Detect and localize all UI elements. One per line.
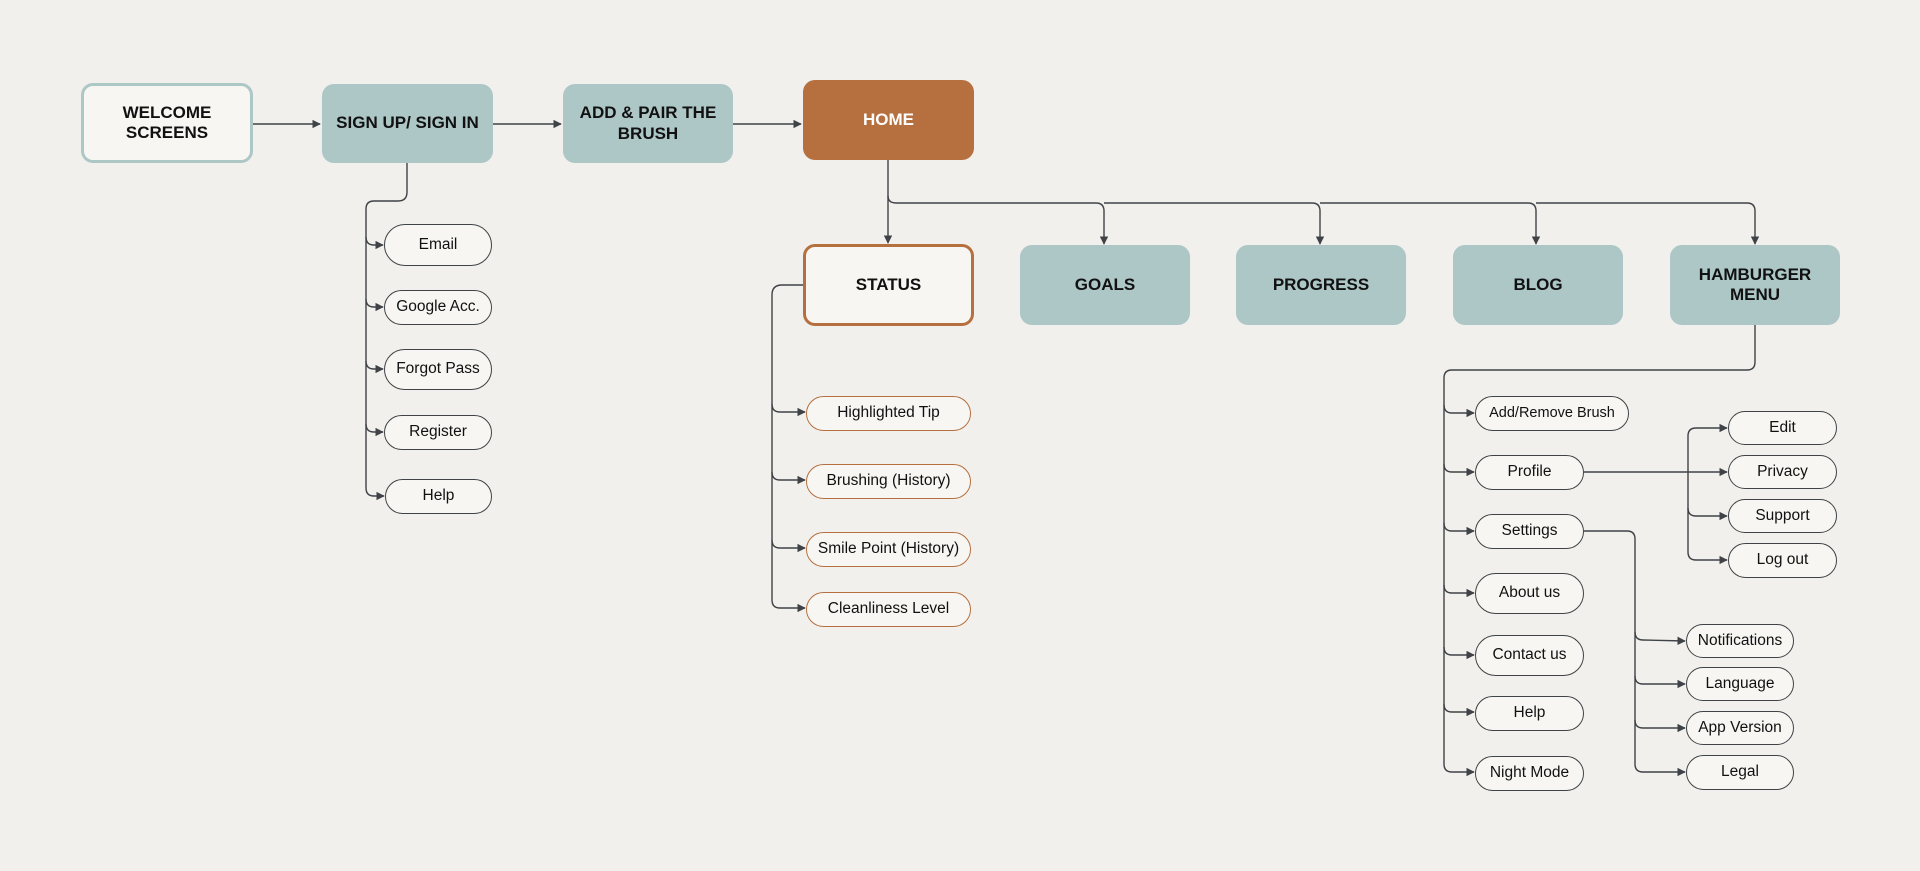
connector-profile-edit <box>1687 423 1728 473</box>
welcome-screens-node: WELCOME SCREENS <box>81 83 253 163</box>
connector-status-cleanliness <box>771 540 806 613</box>
settings-item-app-version: App Version <box>1686 711 1794 745</box>
profile-item-log-out: Log out <box>1728 543 1837 578</box>
connector-profile-support <box>1687 472 1728 521</box>
connector-home-hamburger <box>1536 202 1760 245</box>
blog-node: BLOG <box>1453 245 1623 325</box>
settings-item-language: Language <box>1686 667 1794 701</box>
profile-item-support: Support <box>1728 499 1837 533</box>
menu-item-contact-us: Contact us <box>1475 635 1584 676</box>
goals-node: GOALS <box>1020 245 1190 325</box>
connector-settings-notifications <box>1584 530 1686 646</box>
menu-item-add-remove-brush: Add/Remove Brush <box>1475 396 1629 431</box>
connector-menu-contact <box>1443 585 1475 660</box>
status-node: STATUS <box>803 244 974 326</box>
menu-item-settings: Settings <box>1475 514 1584 549</box>
settings-item-notifications: Notifications <box>1686 624 1794 658</box>
settings-item-legal: Legal <box>1686 755 1794 790</box>
menu-item-profile: Profile <box>1475 455 1584 490</box>
progress-node: PROGRESS <box>1236 245 1406 325</box>
connector-status-tip <box>771 284 806 417</box>
connector-settings-legal <box>1634 720 1686 777</box>
menu-item-night-mode: Night Mode <box>1475 756 1584 791</box>
connector-profile-logout <box>1687 508 1728 565</box>
connector-status-smile <box>771 472 806 553</box>
connector-signup-google <box>365 237 384 312</box>
add-pair-brush-node: ADD & PAIR THE BRUSH <box>563 84 733 163</box>
connector-home-blog <box>1320 202 1541 245</box>
connector-signup-help <box>365 424 385 501</box>
connector-home-goals <box>887 195 1109 245</box>
status-item-brushing-history: Brushing (History) <box>806 464 971 499</box>
signup-option-email: Email <box>384 224 492 266</box>
connector-menu-settings <box>1443 464 1475 536</box>
connector-settings-language <box>1634 632 1686 689</box>
profile-item-edit: Edit <box>1728 411 1837 445</box>
signup-option-help: Help <box>385 479 492 514</box>
signup-option-register: Register <box>384 415 492 450</box>
connector-menu-profile <box>1443 405 1475 477</box>
connector-home-progress <box>1104 202 1325 245</box>
menu-item-about-us: About us <box>1475 573 1584 614</box>
hamburger-menu-node: HAMBURGER MENU <box>1670 245 1840 325</box>
status-item-smile-point-history: Smile Point (History) <box>806 532 971 567</box>
connector-menu-help <box>1443 647 1475 717</box>
menu-item-help: Help <box>1475 696 1584 731</box>
connector-signup-forgot <box>365 299 384 374</box>
connector-settings-version <box>1634 676 1686 733</box>
connector-signup-register <box>365 361 384 437</box>
signup-option-forgot-pass: Forgot Pass <box>384 349 492 390</box>
status-item-cleanliness-level: Cleanliness Level <box>806 592 971 627</box>
profile-item-privacy: Privacy <box>1728 455 1837 489</box>
connector-menu-night <box>1443 704 1475 777</box>
signup-option-google: Google Acc. <box>384 290 492 325</box>
connector-menu-about <box>1443 523 1475 598</box>
home-node: HOME <box>803 80 974 160</box>
status-item-highlighted-tip: Highlighted Tip <box>806 396 971 431</box>
signup-signin-node: SIGN UP/ SIGN IN <box>322 84 493 163</box>
connector-status-brushing <box>771 404 806 485</box>
